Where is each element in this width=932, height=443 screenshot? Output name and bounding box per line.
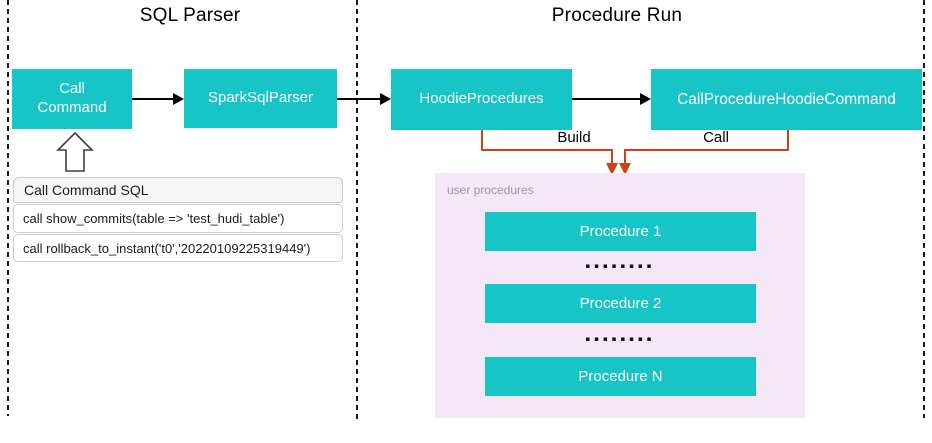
lane-title-procedure-run: Procedure Run [551, 5, 683, 26]
arrow-parser-to-procedures-head [380, 93, 391, 105]
sql-table-row: call rollback_to_instant('t0','202201092… [13, 234, 343, 262]
node-procedure-2: Procedure 2 [485, 284, 756, 323]
orange-connector-arrows [481, 130, 789, 175]
lane-border-middle [356, 0, 358, 420]
sql-table-header: Call Command SQL [13, 177, 343, 203]
arrow-callcommand-to-parser-head [173, 93, 184, 105]
lane-border-left [7, 0, 9, 416]
edge-label-call: Call [703, 129, 729, 146]
block-up-arrow-icon [56, 131, 94, 172]
node-procedure-1-label: Procedure 1 [579, 223, 662, 240]
sql-table-row: call show_commits(table => 'test_hudi_ta… [13, 204, 343, 233]
node-procedure-1: Procedure 1 [485, 212, 756, 251]
edge-label-build: Build [557, 129, 591, 146]
arrow-callcommand-to-parser-line [132, 98, 174, 100]
arrow-procedures-to-command-head [640, 93, 651, 105]
ellipsis-dots: ▪▪▪▪▪▪▪▪ [585, 335, 656, 343]
node-hoodie-procedures-label: HoodieProcedures [419, 90, 544, 108]
node-call-procedure-hoodie-command-label: CallProcedureHoodieCommand [677, 90, 896, 108]
node-spark-sql-parser-label: SparkSqlParser [207, 89, 314, 107]
user-procedures-label: user procedures [447, 183, 534, 197]
node-call-command: Call Command [12, 69, 132, 129]
node-procedure-2-label: Procedure 2 [579, 295, 662, 312]
arrow-procedures-to-command-line [572, 98, 641, 100]
node-spark-sql-parser: SparkSqlParser [184, 69, 337, 128]
lane-border-right [923, 0, 925, 418]
ellipsis-dots: ▪▪▪▪▪▪▪▪ [585, 262, 656, 270]
node-hoodie-procedures: HoodieProcedures [391, 69, 572, 130]
node-procedure-n: Procedure N [485, 357, 756, 396]
sql-example-table: Call Command SQL call show_commits(table… [13, 177, 343, 262]
node-procedure-n-label: Procedure N [578, 368, 663, 385]
node-call-command-label: Call Command [37, 80, 107, 116]
lane-title-sql-parser: SQL Parser [139, 5, 241, 26]
node-call-procedure-hoodie-command: CallProcedureHoodieCommand [651, 69, 922, 130]
arrow-parser-to-procedures-line [337, 98, 381, 100]
